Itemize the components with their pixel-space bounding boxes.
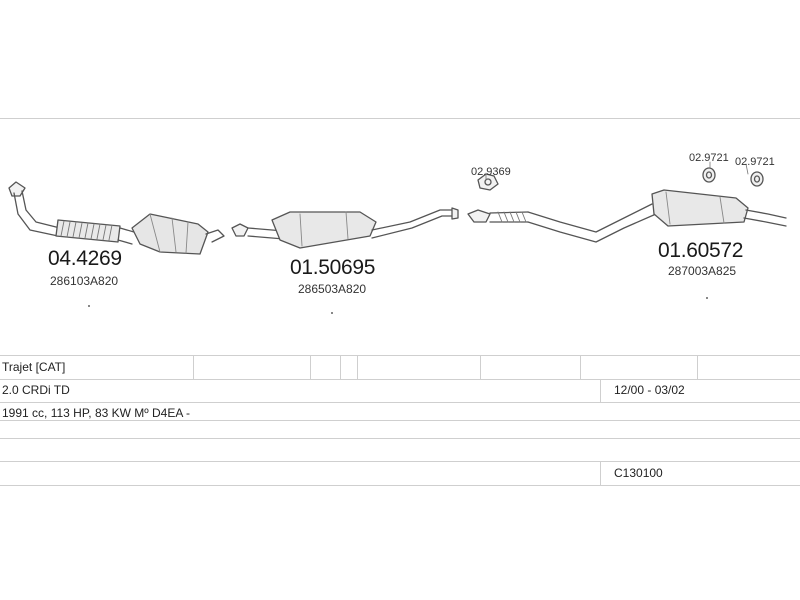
vehicle-model: Trajet [CAT] (2, 360, 66, 374)
frame-top-rule (0, 118, 800, 119)
oem-number-center-silencer: 286503A820 (298, 282, 367, 296)
column-divider (480, 355, 481, 379)
front-pipe-catalytic-converter (8, 181, 225, 255)
column-divider (600, 461, 601, 485)
column-divider (340, 355, 341, 379)
column-divider (580, 355, 581, 379)
part-number-hanger-1: 02.9721 (689, 152, 729, 164)
rear-pipe-muffler (467, 189, 787, 243)
table-rule (0, 461, 800, 462)
column-divider (600, 379, 601, 402)
catalog-code: C130100 (614, 466, 663, 480)
part-number-center-silencer: 01.50695 (290, 256, 376, 279)
table-rule (0, 402, 800, 403)
engine-spec: 1991 cc, 113 HP, 83 KW Mº D4EA - (2, 406, 191, 420)
column-divider (310, 355, 311, 379)
part-number-front-pipe: 04.4269 (48, 247, 122, 270)
column-divider (357, 355, 358, 379)
oem-number-rear-muffler: 287003A825 (668, 264, 737, 278)
exhaust-system-diagram (8, 161, 787, 255)
table-rule (0, 420, 800, 421)
engine-type: 2.0 CRDi TD (2, 383, 70, 397)
marker-dot (88, 305, 90, 307)
table-rule (0, 485, 800, 486)
part-number-hanger-2: 02.9721 (735, 156, 775, 168)
rubber-hanger-2 (750, 171, 764, 187)
column-divider (697, 355, 698, 379)
part-number-rear-muffler: 01.60572 (658, 239, 744, 262)
center-silencer (231, 207, 459, 249)
part-number-gasket: 02.9369 (471, 166, 511, 178)
column-divider (193, 355, 194, 379)
oem-number-front-pipe: 286103A820 (50, 274, 119, 288)
table-rule (0, 379, 800, 380)
table-rule (0, 438, 800, 439)
marker-dot (706, 297, 708, 299)
table-rule (0, 355, 800, 356)
production-period: 12/00 - 03/02 (614, 383, 685, 397)
marker-dot (331, 312, 333, 314)
rubber-hanger-1 (702, 167, 716, 183)
